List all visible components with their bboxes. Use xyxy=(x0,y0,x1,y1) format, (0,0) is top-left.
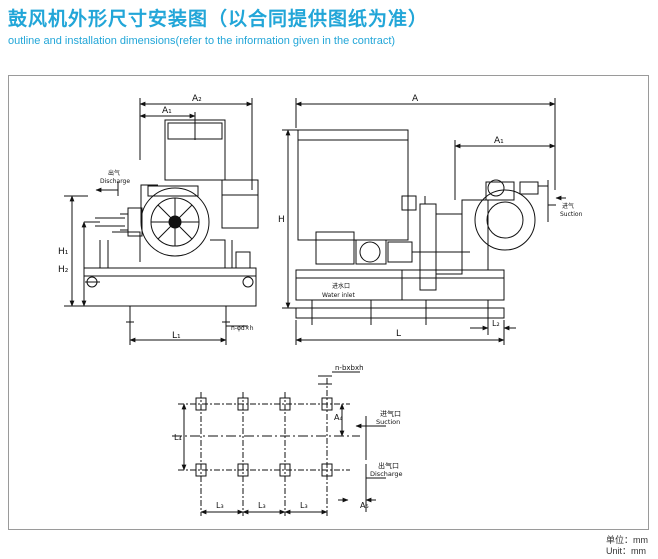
foundation-plan xyxy=(172,371,386,516)
dim-a-side: A xyxy=(412,94,419,104)
units-note: 单位：mm Unit：mm xyxy=(606,535,648,557)
foundation-plan-labels: n-bxbxh A₄ L₄ L₃ L₃ L₃ A₅ 进气口 Suction 出气… xyxy=(174,364,403,510)
dim-h1-front: H₁ xyxy=(58,247,69,257)
units-en: Unit：mm xyxy=(606,546,646,556)
dim-l3-2: L₃ xyxy=(258,501,266,510)
dim-h-side: H xyxy=(278,215,285,225)
discharge-port-en: Discharge xyxy=(370,470,403,478)
bolt-note-front: n-φd×h xyxy=(231,325,254,332)
dim-l2-side: L₂ xyxy=(492,319,500,328)
water-inlet-label-en: Water inlet xyxy=(322,292,355,299)
units-cn: 单位：mm xyxy=(606,535,648,545)
dim-a1-front: A₁ xyxy=(162,106,172,116)
discharge-port-cn: 出气口 xyxy=(378,461,399,470)
front-view-labels: A₁ A₂ H₁ H₂ L₁ 出气 Discharge n-φd×h xyxy=(58,94,254,341)
dim-l3-1: L₃ xyxy=(216,501,224,510)
drawing-frame xyxy=(8,75,649,530)
dim-a5: A₅ xyxy=(360,501,369,510)
dim-l4: L₄ xyxy=(174,433,182,442)
page-title: 鼓风机外形尺寸安装图（以合同提供图纸为准） xyxy=(8,8,429,30)
dim-a1-side: A₁ xyxy=(494,136,504,146)
suction-port-en: Suction xyxy=(376,418,400,426)
side-view xyxy=(282,98,566,345)
water-inlet-label-cn: 进水口 xyxy=(332,282,350,290)
front-view xyxy=(64,98,259,345)
suction-port-cn: 进气口 xyxy=(380,409,401,418)
dim-a4: A₄ xyxy=(334,413,343,422)
outlet-label-cn: 出气 xyxy=(108,169,120,177)
dim-l-side: L xyxy=(396,329,401,339)
side-view-labels: A A₁ H L L₂ 进气 Suction 进水口 Water inlet xyxy=(278,94,583,339)
hole-note: n-bxbxh xyxy=(335,364,364,372)
outlet-label-en: Discharge xyxy=(100,178,130,185)
suction-label-cn: 进气 xyxy=(562,202,574,210)
page-subtitle: outline and installation dimensions(refe… xyxy=(8,35,396,47)
suction-label-en: Suction xyxy=(560,211,583,218)
dim-l1-front: L₁ xyxy=(172,331,181,341)
dim-l3-3: L₃ xyxy=(300,501,308,510)
dim-a2-front: A₂ xyxy=(192,94,202,104)
dim-h2-front: H₂ xyxy=(58,265,69,275)
